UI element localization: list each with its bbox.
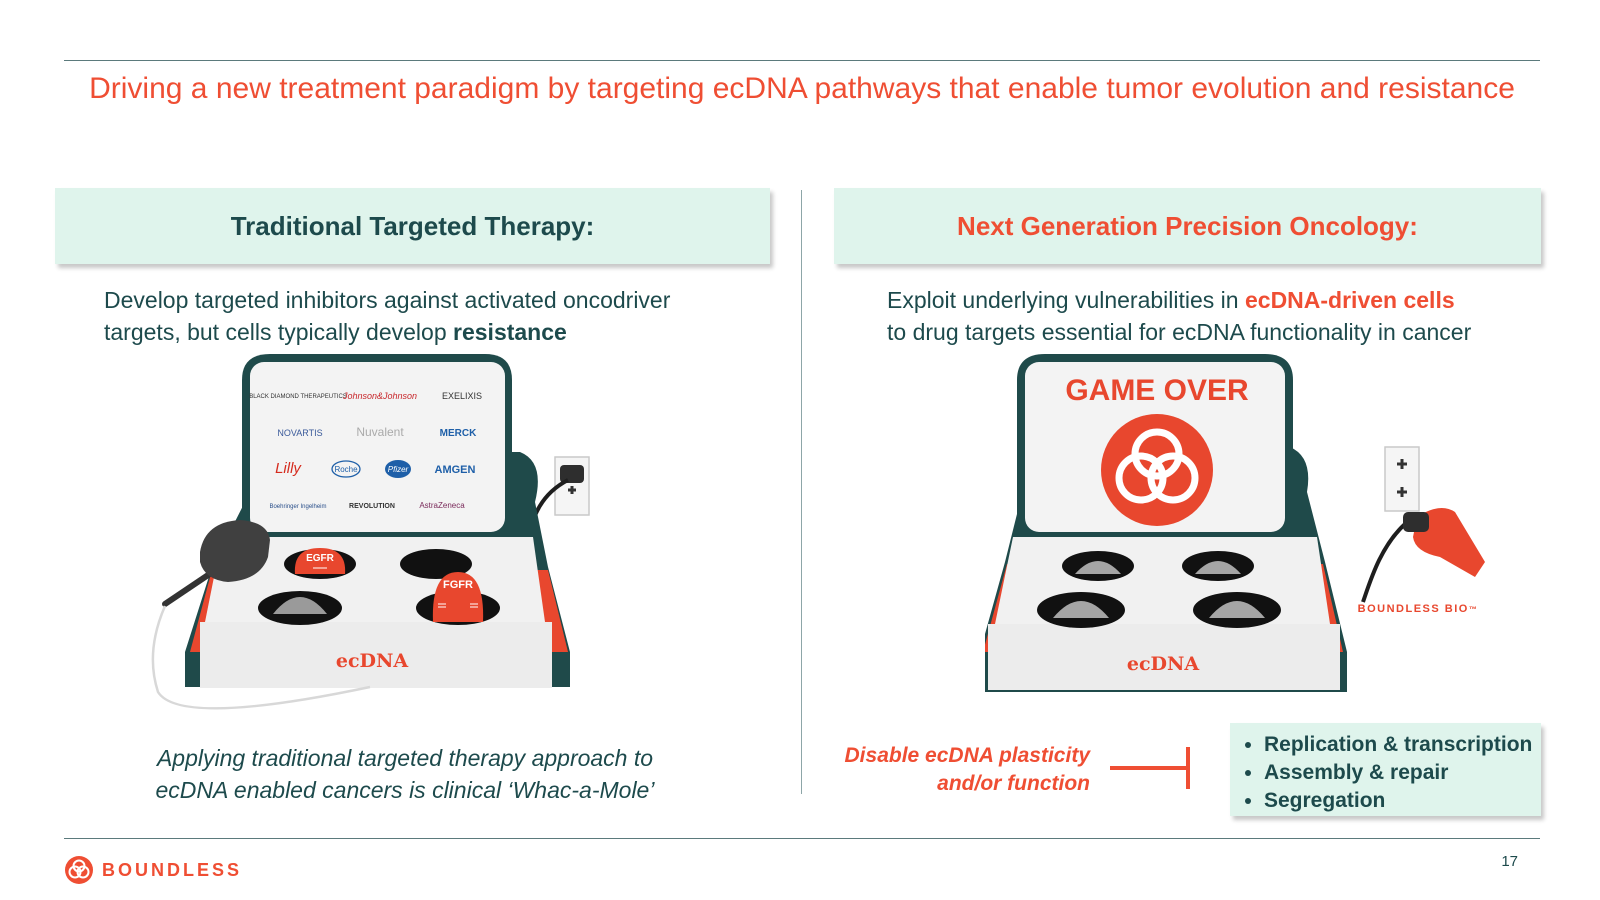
brand-mark: BOUNDLESS BIO™: [1358, 603, 1479, 615]
boundless-logo-icon: [65, 856, 93, 884]
egfr-mole-label: EGFR: [306, 553, 335, 564]
logo-jnj: Johnson&Johnson: [342, 391, 417, 401]
page-number: 17: [1501, 853, 1518, 870]
machine-front-panel: [200, 622, 552, 688]
logo-novartis: NOVARTIS: [277, 428, 322, 438]
boundless-logo-icon: [1101, 414, 1213, 526]
page-title: Driving a new treatment paradigm by targ…: [89, 72, 1515, 105]
logo-black-diamond: BLACK DIAMOND THERAPEUTICS: [249, 394, 347, 400]
right-panel-heading: Next Generation Precision Oncology:: [834, 188, 1541, 264]
logo-amgen: AMGEN: [435, 464, 476, 476]
hole-back-left-mole: [1075, 561, 1121, 574]
footer-logo: BOUNDLESS: [64, 855, 242, 885]
left-description: Develop targeted inhibitors against acti…: [104, 287, 671, 345]
power-cord: [1361, 522, 1407, 603]
mallet-icon: [151, 520, 371, 710]
logo-roche-badge: [331, 460, 361, 478]
left-box-label: ecDNA: [336, 650, 409, 672]
inhibition-arrow-icon: [1110, 747, 1190, 789]
outlet-socket-icon: [1397, 459, 1407, 497]
logo-pfizer: Pfizer: [388, 465, 409, 474]
logo-nuvalent: Nuvalent: [356, 425, 404, 439]
fgfr-mole-label: FGFR: [443, 579, 473, 591]
logo-roche: Roche: [334, 465, 358, 474]
logo-boehringer: Boehringer Ingelheim: [269, 504, 326, 510]
hole-back-right-mole: [1195, 561, 1241, 574]
logo-exelixis: EXELIXIS: [442, 391, 482, 401]
bottom-rule: [64, 838, 1540, 839]
hand-unplugging-icon: [1403, 508, 1485, 577]
mole-whiskers-icon: [438, 603, 478, 608]
fgfr-mole: [432, 572, 484, 622]
hole-front-left-mole: [273, 597, 327, 614]
hole-front-left-mole: [1053, 601, 1109, 618]
right-description: Exploit underlying vulnerabilities in ec…: [887, 287, 1472, 345]
footer-logo-text: BOUNDLESS: [102, 859, 243, 880]
outlet-slot-icon: [568, 486, 576, 494]
plug-icon: [560, 465, 584, 483]
left-panel-heading: Traditional Targeted Therapy:: [55, 188, 770, 264]
panel-divider: [801, 190, 802, 794]
ecdna-functions-box: Replication & transcription Assembly & r…: [1230, 723, 1541, 816]
game-over-machine: BOUNDLESS BIO™ GAME OVER ecDNA: [985, 354, 1485, 692]
logo-merck: MERCK: [440, 428, 477, 439]
partner-logos: BLACK DIAMOND THERAPEUTICS Johnson&Johns…: [249, 391, 482, 510]
machine-front-panel: [988, 624, 1340, 690]
disable-ecdna-text: Disable ecDNA plasticity and/or function: [844, 744, 1090, 795]
logo-astrazeneca: AstraZeneca: [419, 501, 465, 510]
logo-pfizer-badge: [385, 460, 411, 478]
right-box-label: ecDNA: [1127, 653, 1200, 675]
power-outlet: [1384, 446, 1420, 512]
logo-revolution: REVOLUTION: [349, 503, 395, 510]
logo-screen-panel: [250, 362, 505, 532]
left-caption: Applying traditional targeted therapy ap…: [155, 745, 655, 803]
egfr-mole: [294, 548, 346, 574]
list-item: Assembly & repair: [1264, 759, 1541, 787]
logo-lilly: Lilly: [275, 460, 302, 477]
hole-front-right-mole: [1209, 601, 1265, 618]
list-item: Replication & transcription: [1264, 731, 1541, 759]
game-over-text: GAME OVER: [1065, 374, 1249, 407]
whac-a-mole-machine: BLACK DIAMOND THERAPEUTICS Johnson&Johns…: [151, 354, 590, 710]
hole-back-right: [400, 549, 472, 579]
top-rule: [64, 60, 1540, 61]
list-item: Segregation: [1264, 787, 1541, 815]
